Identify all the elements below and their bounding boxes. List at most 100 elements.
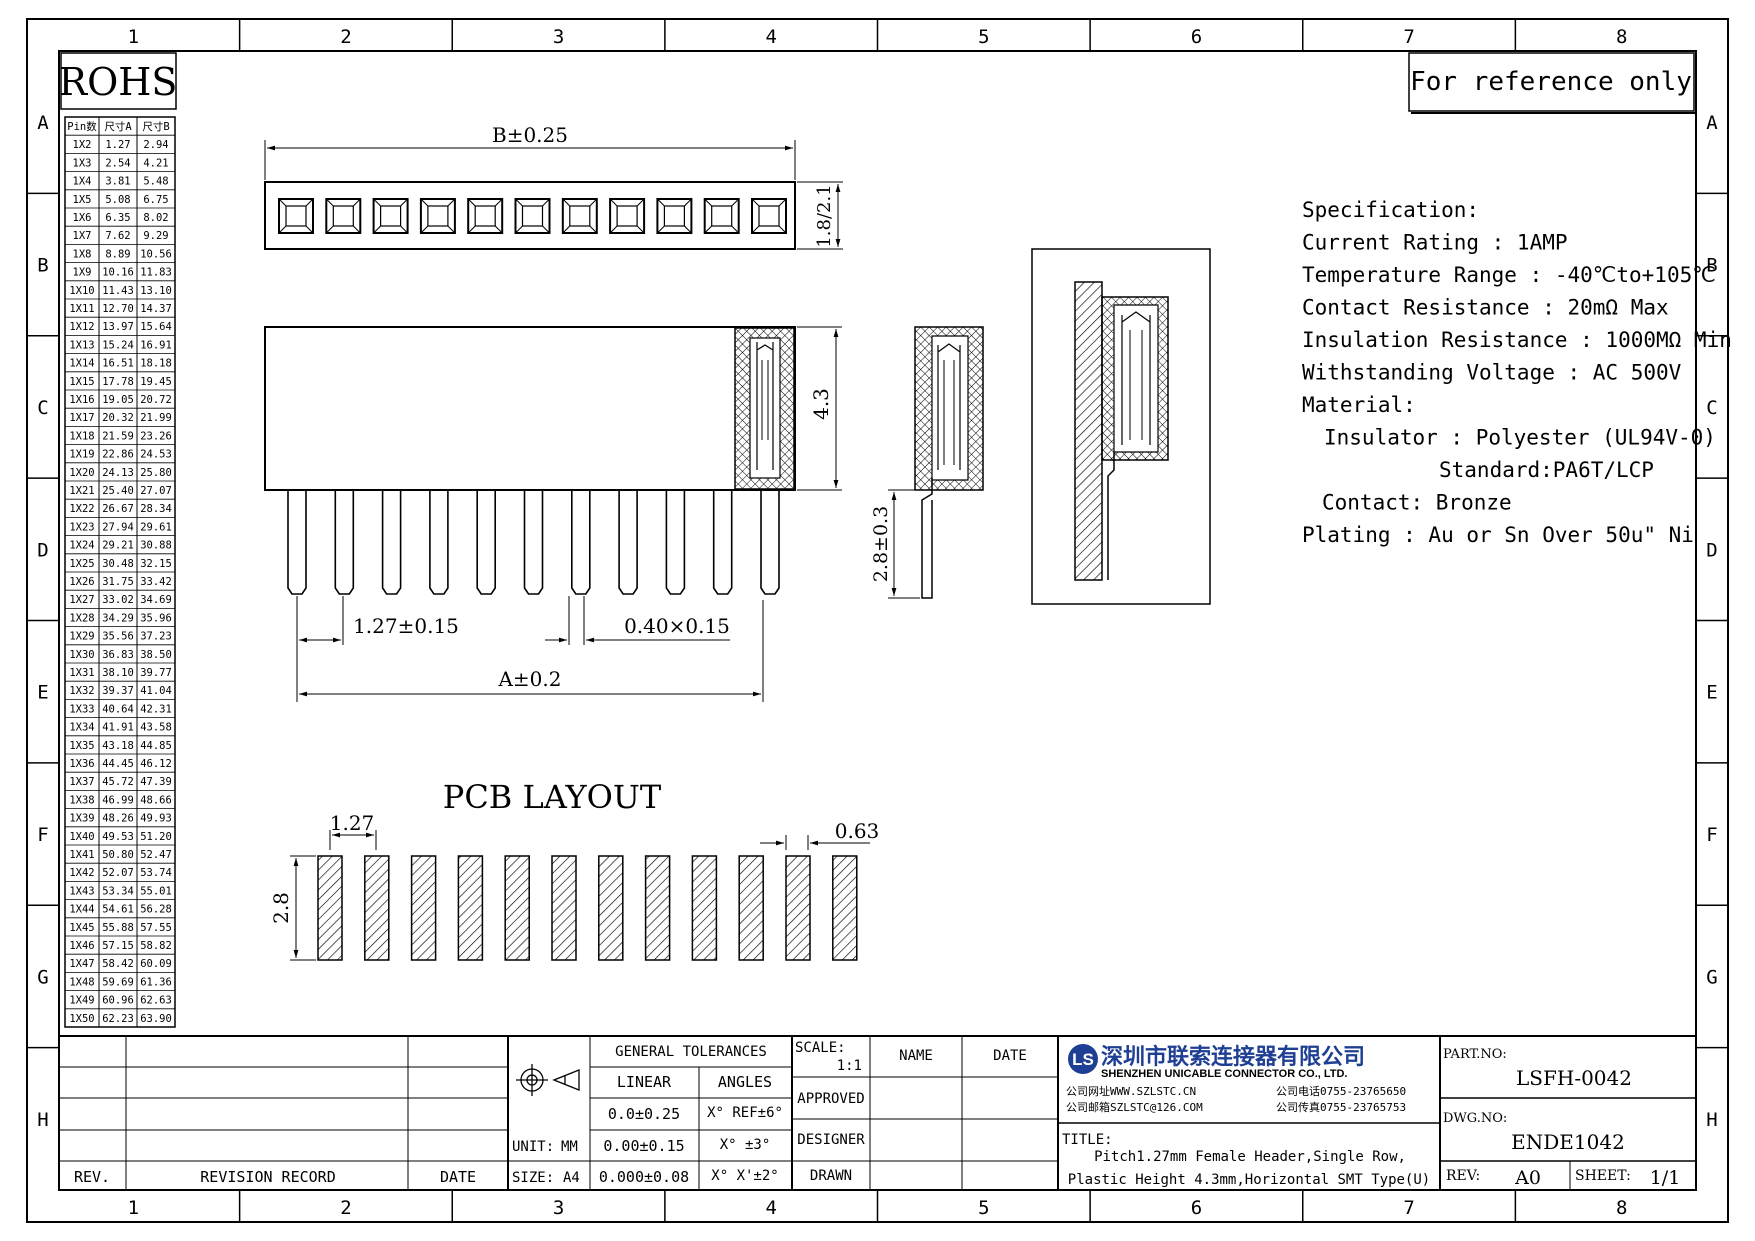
pin-table-cell: 18.18	[140, 358, 172, 370]
company-web: 公司网址WWW.SZLSTC.CN	[1066, 1084, 1196, 1098]
company-logo-mark: LS	[1072, 1050, 1094, 1069]
pin-table-cell: 15.24	[102, 339, 134, 351]
top-hole	[372, 198, 409, 234]
dim-top-height-label: 1.8/2.1	[814, 184, 835, 247]
pin-table-cell: 58.42	[102, 958, 134, 970]
pin-table-cell: 62.23	[102, 1013, 134, 1025]
tol-angles-3: X° X'±2°	[711, 1168, 778, 1184]
company-tel: 公司电话0755-23765650	[1276, 1085, 1406, 1098]
pin-table-cell: 48.26	[102, 813, 134, 825]
pin-table-cell: 55.88	[102, 922, 134, 934]
pin-table-cell: 20.72	[140, 394, 172, 406]
pin-table-cell: 43.18	[102, 740, 134, 752]
pin-table-cell: 1X8	[73, 248, 92, 260]
pin-table-cell: 1X38	[69, 794, 94, 806]
pcb-pitch-label: 1.27	[330, 811, 375, 835]
zone-col-bottom-7: 7	[1403, 1197, 1414, 1219]
spec-line: Insulation Resistance : 1000MΩ Min	[1302, 328, 1732, 352]
pin-table-cell: 27.94	[102, 521, 134, 533]
pin-table-cell: 23.26	[140, 430, 172, 442]
zone-row-left-D: D	[37, 539, 48, 561]
front-pin	[665, 490, 686, 595]
pin-table-cell: 63.90	[140, 1013, 172, 1025]
dim-height-label: 4.3	[809, 388, 833, 420]
pin-table-cell: 12.70	[102, 303, 134, 315]
top-hole	[278, 198, 314, 234]
pin-table-cell: 39.37	[102, 685, 134, 697]
pin-table-cell: 1X46	[69, 940, 94, 952]
part-no-label: PART.NO:	[1443, 1047, 1507, 1062]
pin-table-cell: 1X48	[69, 976, 94, 988]
sheet-value: 1/1	[1650, 1167, 1681, 1189]
angles-header: ANGLES	[718, 1073, 772, 1091]
pin-table-cell: 34.69	[140, 594, 172, 606]
pin-table-cell: 1X18	[69, 430, 94, 442]
pin-table-cell: 38.50	[140, 649, 172, 661]
zone-col-top-8: 8	[1616, 26, 1627, 48]
pin-table-cell: 53.34	[102, 885, 134, 897]
revision-record-header: REVISION RECORD	[200, 1168, 335, 1186]
top-hole	[561, 198, 598, 234]
pin-table-cell: 19.45	[140, 376, 172, 388]
top-hole	[703, 198, 740, 234]
rohs-label: ROHS	[59, 60, 178, 104]
pin-table-cell: 29.61	[140, 521, 172, 533]
pcb-pad	[644, 855, 671, 961]
pin-table-cell: 1X44	[69, 904, 94, 916]
pin-table-cell: 46.99	[102, 794, 134, 806]
zone-col-bottom-6: 6	[1191, 1197, 1202, 1219]
company-name-cn: 深圳市联索连接器有限公司	[1101, 1044, 1365, 1069]
pin-table-cell: 1X24	[69, 540, 94, 552]
pin-table-cell: 1X19	[69, 449, 94, 461]
pin-table-cell: 56.28	[140, 904, 172, 916]
pin-table-cell: 1X11	[69, 303, 94, 315]
pin-table-cell: 53.74	[140, 867, 172, 879]
pin-table-cell: 1X13	[69, 339, 94, 351]
company-name-en: SHENZHEN UNICABLE CONNECTOR CO., LTD.	[1101, 1068, 1348, 1080]
front-view: 4.3 1.27±0.15 0.40×0.15 A±0.2	[264, 326, 842, 702]
pcb-layout-title: PCB LAYOUT	[443, 778, 662, 816]
pin-table-cell: 58.82	[140, 940, 172, 952]
pcb-pad	[364, 855, 390, 961]
pin-table-cell: 13.10	[140, 285, 172, 297]
pcb-pad	[785, 855, 811, 961]
pin-table-cell: 33.42	[140, 576, 172, 588]
pin-table-cell: 35.96	[140, 612, 172, 624]
top-hole	[609, 198, 646, 234]
pin-table-cell: 16.51	[102, 358, 134, 370]
dim-side-leg-label: 2.8±0.3	[870, 506, 892, 582]
pin-table-cell: 17.78	[102, 376, 134, 388]
pin-table-cell: 1X36	[69, 758, 94, 770]
pcb-pad	[691, 855, 718, 961]
zone-col-top-5: 5	[978, 26, 989, 48]
part-no-value: LSFH-0042	[1516, 1066, 1632, 1090]
pin-table-cell: 60.09	[140, 958, 172, 970]
pin-table-cell: 19.05	[102, 394, 134, 406]
pcb-pad	[598, 855, 624, 961]
front-pin	[334, 490, 355, 595]
zone-col-bottom-3: 3	[553, 1197, 564, 1219]
front-view-pins	[287, 490, 780, 595]
pin-table-cell: 6.75	[143, 194, 168, 206]
pin-table-cell: 59.69	[102, 976, 134, 988]
pcb-pads	[317, 855, 858, 961]
pcb-pad-width-label: 0.63	[835, 819, 880, 843]
front-pin	[712, 490, 733, 595]
pin-table-cell: 22.86	[102, 449, 134, 461]
pin-table-cell: 26.67	[102, 503, 134, 515]
pin-table-cell: 30.48	[102, 558, 134, 570]
pin-table-cell: 2.94	[143, 139, 168, 151]
pin-table-cell: 5.48	[143, 176, 168, 188]
name-col-header: NAME	[899, 1048, 933, 1064]
pin-table-cell: 5.08	[105, 194, 130, 206]
pin-table-cell: 1X23	[69, 521, 94, 533]
pin-table-cell: 38.10	[102, 667, 134, 679]
date-col-header: DATE	[993, 1048, 1027, 1064]
pin-table-cell: 48.66	[140, 794, 172, 806]
pin-table-cell: 1X12	[69, 321, 94, 333]
pcb-pad	[504, 855, 530, 961]
title-label: TITLE:	[1062, 1132, 1113, 1148]
pin-table-cell: 25.40	[102, 485, 134, 497]
pin-table-cell: 1X9	[73, 267, 92, 279]
size-label: SIZE:	[512, 1170, 554, 1186]
